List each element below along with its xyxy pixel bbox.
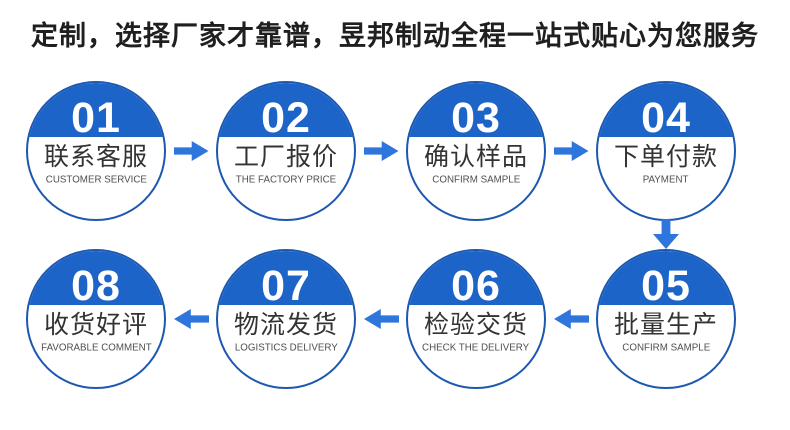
step-label-zh: 下单付款 (613, 143, 718, 172)
arrow-left-icon (174, 309, 209, 329)
step-01-labels: 联系客服 CUSTOMER SERVICE (28, 137, 164, 219)
step-05: 05 批量生产 CONFIRM SAMPLE (596, 249, 736, 389)
step-label-en: PAYMENT (643, 174, 689, 186)
arrow-right-icon (173, 141, 209, 161)
step-02-labels: 工厂报价 THE FACTORY PRICE (218, 137, 354, 219)
step-label-zh: 确认样品 (423, 143, 528, 172)
step-03-number-band: 03 (408, 83, 544, 143)
step-label-zh: 收货好评 (43, 311, 148, 340)
step-01: 01 联系客服 CUSTOMER SERVICE (26, 81, 166, 221)
step-06: 06 检验交货 CHECK THE DELIVERY (406, 249, 546, 389)
step-label-en: CHECK THE DELIVERY (422, 342, 530, 354)
step-label-en: LOGISTICS DELIVERY (234, 342, 338, 354)
step-04-number-band: 04 (598, 83, 734, 143)
step-04: 04 下单付款 PAYMENT (596, 81, 736, 221)
step-08-labels: 收货好评 FAVORABLE COMMENT (28, 305, 164, 387)
step-number: 03 (451, 94, 501, 143)
step-label-en: THE FACTORY PRICE (235, 174, 337, 186)
process-row-top: 01 联系客服 CUSTOMER SERVICE 02 工厂报价 THE FAC… (26, 81, 736, 221)
step-label-zh: 物流发货 (233, 311, 338, 340)
step-number: 02 (261, 94, 311, 143)
step-02: 02 工厂报价 THE FACTORY PRICE (216, 81, 356, 221)
step-label-zh: 检验交货 (423, 311, 528, 340)
process-row-bottom: 08 收货好评 FAVORABLE COMMENT 07 物流发货 LOGIST… (26, 249, 736, 389)
arrow-left-icon (554, 309, 589, 329)
arrow-right-icon (363, 141, 399, 161)
step-01-number-band: 01 (28, 83, 164, 143)
step-label-zh: 批量生产 (613, 311, 718, 340)
step-number: 05 (641, 262, 691, 311)
step-07-labels: 物流发货 LOGISTICS DELIVERY (218, 305, 354, 387)
arrow-right-icon (553, 141, 589, 161)
step-05-number-band: 05 (598, 251, 734, 311)
step-07-number-band: 07 (218, 251, 354, 311)
arrow-down-icon (653, 219, 679, 249)
step-08-number-band: 08 (28, 251, 164, 311)
step-05-labels: 批量生产 CONFIRM SAMPLE (598, 305, 734, 387)
step-03-labels: 确认样品 CONFIRM SAMPLE (408, 137, 544, 219)
step-label-zh: 联系客服 (43, 143, 148, 172)
step-04-labels: 下单付款 PAYMENT (598, 137, 734, 219)
step-02-number-band: 02 (218, 83, 354, 143)
step-08: 08 收货好评 FAVORABLE COMMENT (26, 249, 166, 389)
step-label-en: CONFIRM SAMPLE (432, 174, 520, 186)
step-06-labels: 检验交货 CHECK THE DELIVERY (408, 305, 544, 387)
step-06-number-band: 06 (408, 251, 544, 311)
step-03: 03 确认样品 CONFIRM SAMPLE (406, 81, 546, 221)
step-label-zh: 工厂报价 (233, 143, 338, 172)
step-number: 04 (641, 94, 691, 143)
step-number: 01 (71, 94, 121, 143)
step-label-en: CONFIRM SAMPLE (622, 342, 710, 354)
step-07: 07 物流发货 LOGISTICS DELIVERY (216, 249, 356, 389)
step-number: 08 (71, 262, 121, 311)
step-number: 06 (451, 262, 501, 311)
step-label-en: CUSTOMER SERVICE (45, 174, 147, 186)
page-title: 定制，选择厂家才靠谱，昱邦制动全程一站式贴心为您服务 (31, 21, 759, 51)
step-number: 07 (261, 262, 311, 311)
step-label-en: FAVORABLE COMMENT (40, 342, 152, 354)
arrow-left-icon (364, 309, 399, 329)
